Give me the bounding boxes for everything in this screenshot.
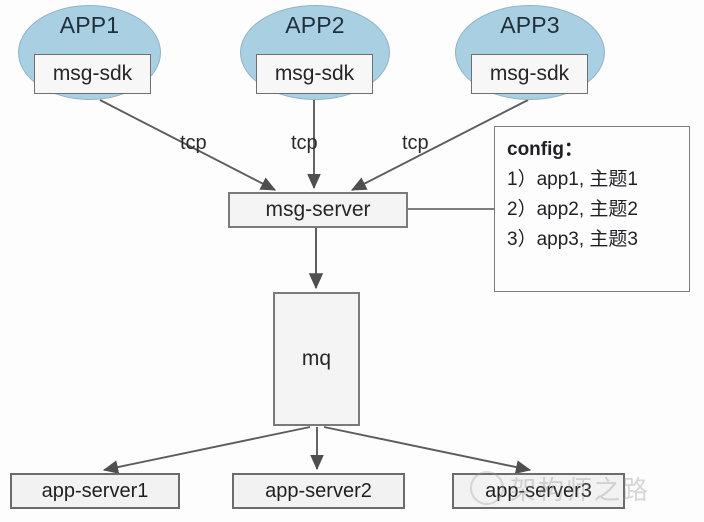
edge-app3-to-msgserver — [350, 99, 529, 191]
app-server2-label: app-server2 — [265, 479, 372, 502]
edge-mq-to-appserver1 — [102, 426, 311, 474]
app-title-app2: APP2 — [285, 12, 345, 38]
config-note-line-2: 2）app2, 主题2 — [507, 199, 638, 220]
config-note-line-1: 1）app1, 主题1 — [507, 169, 638, 190]
edge-label-tcp-3: tcp — [402, 132, 429, 154]
edge-mq-to-appserver3 — [323, 426, 532, 474]
mq-box[interactable]: mq — [273, 292, 360, 426]
mq-label: mq — [301, 347, 332, 370]
edge-label-tcp-1: tcp — [180, 132, 207, 154]
app-server1-box[interactable]: app-server1 — [10, 473, 180, 509]
edge-app1-to-msgserver — [99, 99, 277, 191]
sdk-box-app1-label: msg-sdk — [52, 62, 133, 85]
app-server1-label: app-server1 — [41, 479, 149, 502]
msg-server-label: msg-server — [265, 198, 371, 221]
sdk-box-app3[interactable]: msg-sdk — [471, 54, 588, 94]
config-note-heading: config： — [507, 139, 583, 160]
app-server2-box[interactable]: app-server2 — [232, 473, 405, 509]
sdk-box-app2-label: msg-sdk — [274, 62, 355, 85]
app-server3-box[interactable]: app-server3 — [452, 473, 625, 509]
edge-label-tcp-2: tcp — [291, 132, 318, 154]
app-server3-label: app-server3 — [485, 479, 592, 502]
sdk-box-app2[interactable]: msg-sdk — [256, 54, 373, 94]
app-title-app3: APP3 — [500, 12, 560, 38]
config-note: config： 1）app1, 主题1 2）app2, 主题2 3）app3, … — [494, 126, 690, 292]
sdk-box-app3-label: msg-sdk — [489, 62, 570, 85]
sdk-box-app1[interactable]: msg-sdk — [34, 54, 151, 94]
config-note-line-3: 3）app3, 主题3 — [507, 229, 638, 250]
app-title-app1: APP1 — [59, 12, 120, 38]
msg-server-box[interactable]: msg-server — [228, 192, 408, 228]
